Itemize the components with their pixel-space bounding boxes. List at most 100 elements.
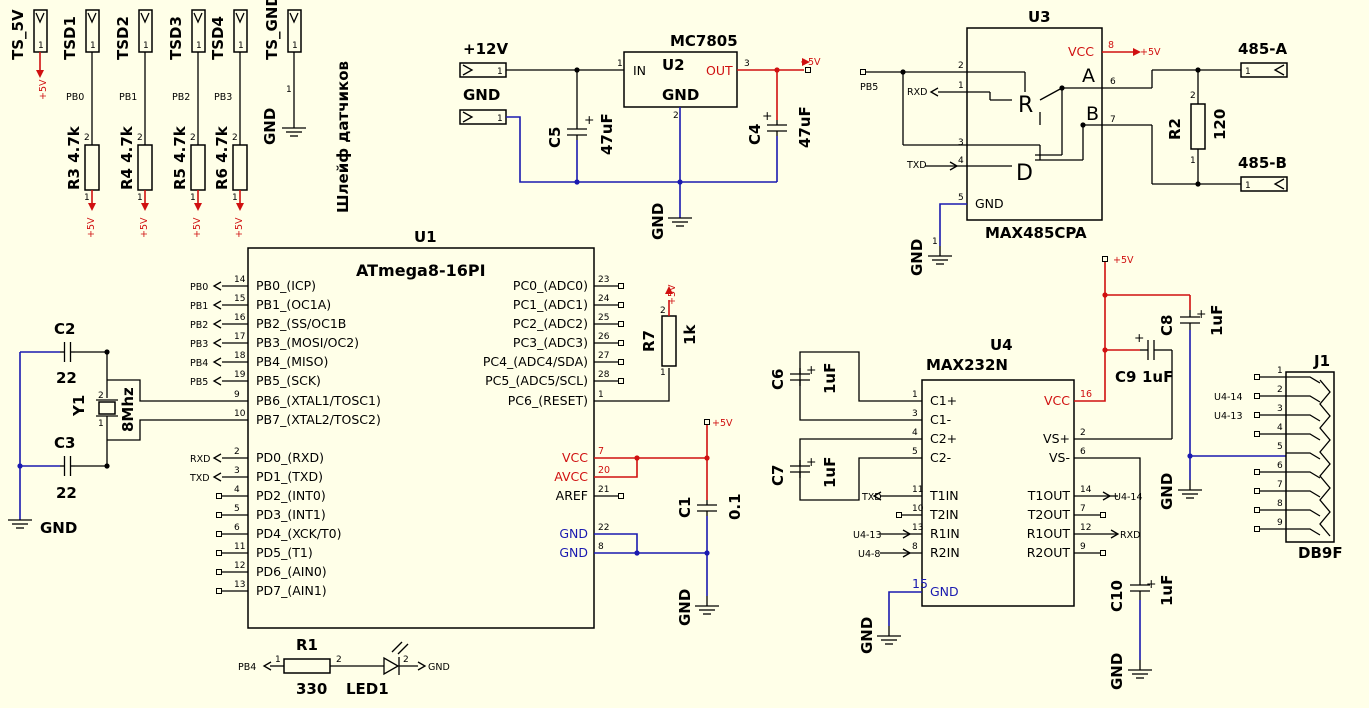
connector-gnd-label: GND [463, 86, 500, 104]
resistor-body [661, 315, 677, 367]
junction-dot [1080, 122, 1086, 128]
c10-value: 1uF [1158, 575, 1176, 606]
mcu-pin-gnd: GND [559, 526, 588, 541]
net-rxd: RXD [907, 87, 927, 98]
pin-number: 4 [234, 485, 240, 495]
pin-number: 6 [1110, 77, 1116, 87]
pin-number: 15 [912, 576, 928, 591]
pin-number: 23 [598, 275, 609, 285]
vcc-arrow [36, 70, 44, 78]
pin-terminal [618, 359, 624, 365]
connector-ts_5v: TS_5V [9, 9, 27, 60]
c9-value: 1uF [1142, 368, 1173, 386]
pin-number: 22 [598, 523, 609, 533]
pin-number: 2 [190, 133, 196, 143]
pin-terminal [618, 493, 624, 499]
pin-number: 14 [1080, 485, 1092, 495]
mcu-pin-pd5: PD5_(T1) [256, 545, 313, 560]
pin-number: 1 [98, 419, 104, 429]
pin-terminal [1102, 256, 1108, 262]
pin-number: 12 [234, 561, 245, 571]
plus5-label: +5V [234, 217, 245, 238]
led-ray [391, 641, 403, 653]
gnd-label: GND [261, 108, 279, 145]
c3-ref: C3 [54, 434, 75, 452]
r2-value: 120 [1211, 109, 1229, 140]
resistor-body [84, 144, 100, 191]
y1-value: 8Mhz [119, 387, 137, 432]
pin-terminal [1254, 526, 1260, 532]
r2-ref: R2 [1166, 118, 1184, 140]
wire-5v [1074, 262, 1106, 402]
arrow-u4-13 [902, 529, 912, 539]
db9-part: DB9F [1298, 544, 1343, 562]
mcu-pin-vcc: VCC [562, 450, 588, 465]
c10-ref: C10 [1108, 580, 1126, 612]
wire-xtal2 [107, 419, 248, 441]
c6-wire [799, 351, 922, 421]
pin-number: 1 [1245, 181, 1251, 191]
pin-number: 2 [232, 133, 238, 143]
pin-number: 3 [912, 409, 918, 419]
resistor-body [1190, 103, 1206, 150]
pin-number: 1 [660, 368, 666, 378]
c6-value: 1uF [821, 363, 839, 394]
db9-shell [1319, 379, 1331, 537]
pin-terminal [216, 550, 222, 556]
pin-number: 21 [598, 485, 609, 495]
net-pb1: PB1 [190, 301, 208, 312]
db9-j1 [1285, 371, 1335, 543]
db9-pin-contact [1286, 395, 1321, 403]
max232-pin-r1out: R1OUT [1027, 526, 1071, 541]
arrow-gnd [417, 661, 427, 671]
polarity-plus: + [1196, 306, 1206, 321]
net-pb2: PB2 [172, 92, 190, 103]
mcu-pin-pd6: PD6_(AIN0) [256, 564, 327, 579]
mcu-pin-pb1: PB1_(OC1A) [256, 297, 331, 312]
net-pb3: PB3 [214, 92, 232, 103]
r1-ref: R1 [296, 636, 318, 654]
gnd-wire [506, 116, 777, 183]
max232-pin-r2out: R2OUT [1027, 545, 1071, 560]
gnd-wire [594, 533, 638, 553]
mcu-ref: U1 [414, 228, 437, 246]
pin-number: 10 [234, 409, 246, 419]
pin-number: 1 [286, 85, 292, 95]
resistor-r1 [283, 658, 331, 674]
max232-pin-r2in: R2IN [930, 545, 960, 560]
resistor-r4: R4 4.7k [118, 125, 136, 190]
max232-pin-t2in: T2IN [929, 507, 959, 522]
pin-number: 3 [958, 138, 964, 148]
plus5-label: +5V [86, 217, 97, 238]
arrow-pb1 [212, 300, 222, 310]
pin-terminal [1254, 469, 1260, 475]
pin-number: 2 [234, 447, 240, 457]
mcu-part: ATmega8-16PI [356, 261, 486, 280]
mcu-pin-pc4: PC4_(ADC4/SDA) [483, 354, 588, 369]
net-rxd: RXD [1120, 530, 1140, 541]
net-pb5: PB5 [860, 82, 878, 93]
net-txd: TXD [906, 160, 927, 171]
resistor-r6: R6 4.7k [213, 125, 231, 190]
max232-pin-c1: C1- [930, 412, 951, 427]
pin-number: 5 [912, 447, 918, 457]
pin-number: 1 [292, 41, 298, 51]
c2-value: 22 [56, 369, 77, 387]
polarity-plus: + [1134, 330, 1144, 345]
polarity-plus: + [584, 112, 594, 127]
r1-value: 330 [296, 680, 327, 698]
max232-pin-c2: C2- [930, 450, 951, 465]
pin-terminal [704, 419, 710, 425]
gnd-label: GND [908, 239, 926, 276]
wire-reset [594, 368, 670, 402]
resistor-r5: R5 4.7k [171, 125, 189, 190]
pin-number: 2 [1277, 385, 1283, 395]
mcu-pin-pb5: PB5_(SCK) [256, 373, 321, 388]
db9-ref: J1 [1313, 352, 1330, 370]
pin-number: 8 [598, 542, 604, 552]
arrow-pb5 [212, 376, 222, 386]
pin-label-vcc: VCC [1068, 44, 1094, 59]
connector-triangle [462, 64, 474, 76]
plus5-label: +5V [38, 79, 49, 100]
pin-number: 6 [1277, 461, 1283, 471]
